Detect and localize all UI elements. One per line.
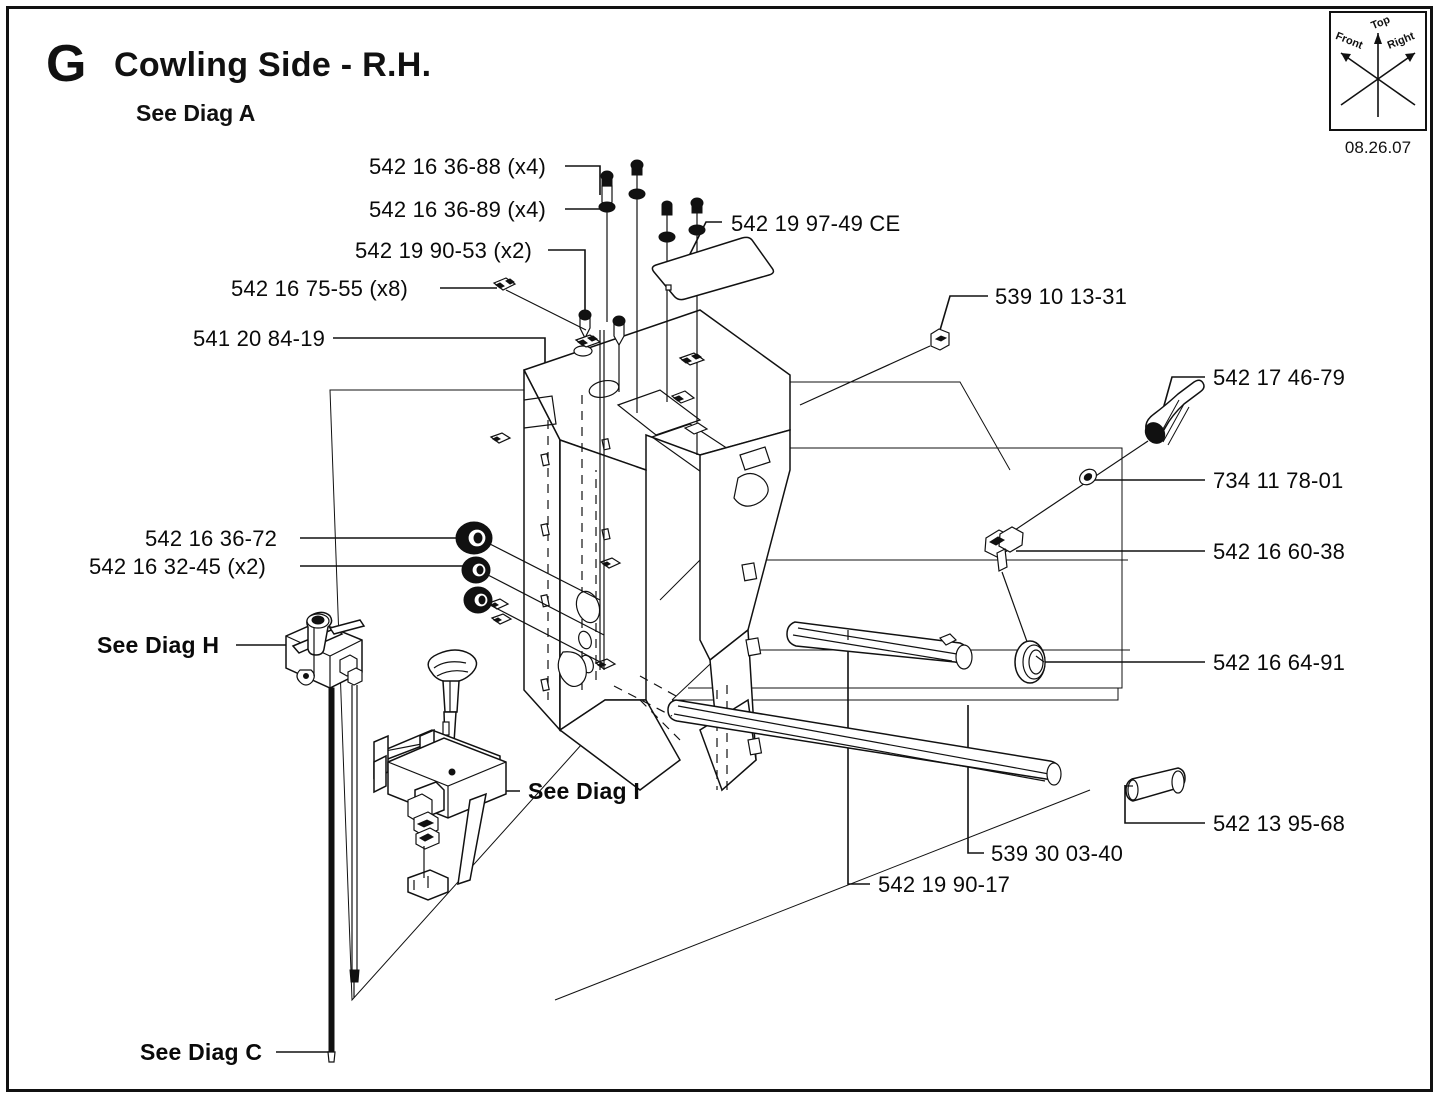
qty-badge: (x4)	[507, 154, 547, 179]
rod-grip-part	[1125, 767, 1186, 802]
grommet-bushing-group	[455, 521, 607, 666]
panel-hidden-lines	[613, 675, 677, 717]
page-title: Cowling Side - R.H.	[114, 46, 432, 84]
part-label-542-16-60-38: 542 16 60-38	[1213, 539, 1346, 564]
orientation-compass: Top Front Right	[1329, 11, 1427, 131]
tapered-knob-part	[999, 379, 1205, 541]
clip-fastener-icon	[489, 432, 512, 444]
ring-bushing-part	[1014, 640, 1046, 684]
part-label-539-30-03-40: 539 30 03-40	[991, 841, 1124, 866]
ce-badge: CE	[869, 211, 901, 236]
washer-icon	[658, 231, 676, 243]
section-letter: G	[46, 35, 87, 93]
qty-badge: (x2)	[227, 554, 267, 579]
screw-icon	[612, 315, 626, 392]
clip-fastener-icon	[599, 557, 622, 569]
page-border	[6, 6, 1433, 1092]
compass-icon	[1340, 33, 1416, 117]
screw-icon	[578, 309, 592, 345]
part-label-542-16-64-91: 542 16 64-91	[1213, 650, 1346, 675]
small-grommet-icon	[463, 586, 607, 666]
qty-badge: (x8)	[369, 276, 409, 301]
cowling-side-panel	[522, 309, 791, 792]
shift-lever-assembly	[373, 649, 507, 901]
part-label-542-19-90-53: 542 19 90-53 (x2)	[355, 238, 533, 263]
large-grommet-icon	[455, 521, 601, 601]
leader-lines-top-left	[333, 165, 613, 365]
throttle-control-assembly	[285, 611, 366, 1063]
part-label-542-16-75-55: 542 16 75-55 (x8)	[231, 276, 409, 301]
clip-fastener-icon	[490, 613, 513, 625]
nut-block-icon	[678, 352, 706, 366]
nut-block-icon	[683, 422, 709, 435]
part-label-542-19-90-17: 542 19 90-17	[878, 872, 1011, 897]
diagram-ref-see-diag-c[interactable]: See Diag C	[140, 1039, 263, 1065]
part-label-542-16-36-89: 542 16 36-89 (x4)	[369, 197, 547, 222]
fastener-screws-group	[487, 159, 709, 670]
washer-icon	[628, 188, 646, 200]
leader-line-ce-plate	[687, 221, 722, 259]
qty-badge: (x2)	[493, 238, 533, 263]
lower-long-rod	[667, 699, 1062, 786]
screw-icon	[661, 200, 673, 402]
small-grommet-icon	[461, 556, 605, 636]
hex-nut-part	[799, 328, 950, 406]
part-label-542-16-32-45: 542 16 32-45 (x2)	[89, 554, 267, 579]
control-cable-icon	[328, 687, 335, 1056]
upper-shaft-rod	[786, 621, 973, 670]
screw-icon	[600, 170, 614, 322]
diagram-date-code: 08.26.07	[1344, 138, 1412, 157]
leader-lines-mid-left	[300, 537, 466, 567]
part-label-542-16-36-88: 542 16 36-88 (x4)	[369, 154, 547, 179]
diagram-ref-see-diag-i[interactable]: See Diag I	[528, 778, 640, 804]
part-label-734-11-78-01: 734 11 78-01	[1213, 468, 1344, 493]
nut-block-icon	[670, 390, 696, 404]
leader-lines-diagram-refs	[236, 644, 520, 1053]
clip-fastener-icon	[492, 277, 587, 331]
flat-washer-part	[1079, 468, 1097, 486]
part-label-541-20-84-19: 541 20 84-19	[193, 326, 326, 351]
screw-icon	[630, 159, 644, 413]
ce-decal-plate	[651, 236, 775, 301]
washer-icon	[688, 224, 706, 236]
qty-badge: (x4)	[507, 197, 547, 222]
page-subtitle: See Diag A	[136, 100, 256, 126]
part-label-542-16-36-72: 542 16 36-72	[145, 526, 278, 551]
nut-block-icon	[574, 334, 602, 348]
part-label-539-10-13-31: 539 10 13-31	[995, 284, 1128, 309]
part-label-542-19-97-49: 542 19 97-49 CE	[731, 211, 901, 236]
part-label-542-13-95-68: 542 13 95-68	[1213, 811, 1346, 836]
diagram-ref-see-diag-h[interactable]: See Diag H	[97, 632, 220, 658]
cable-fitting-part	[984, 526, 1031, 651]
washer-icon	[598, 201, 616, 213]
part-label-542-17-46-79: 542 17 46-79	[1213, 365, 1346, 390]
